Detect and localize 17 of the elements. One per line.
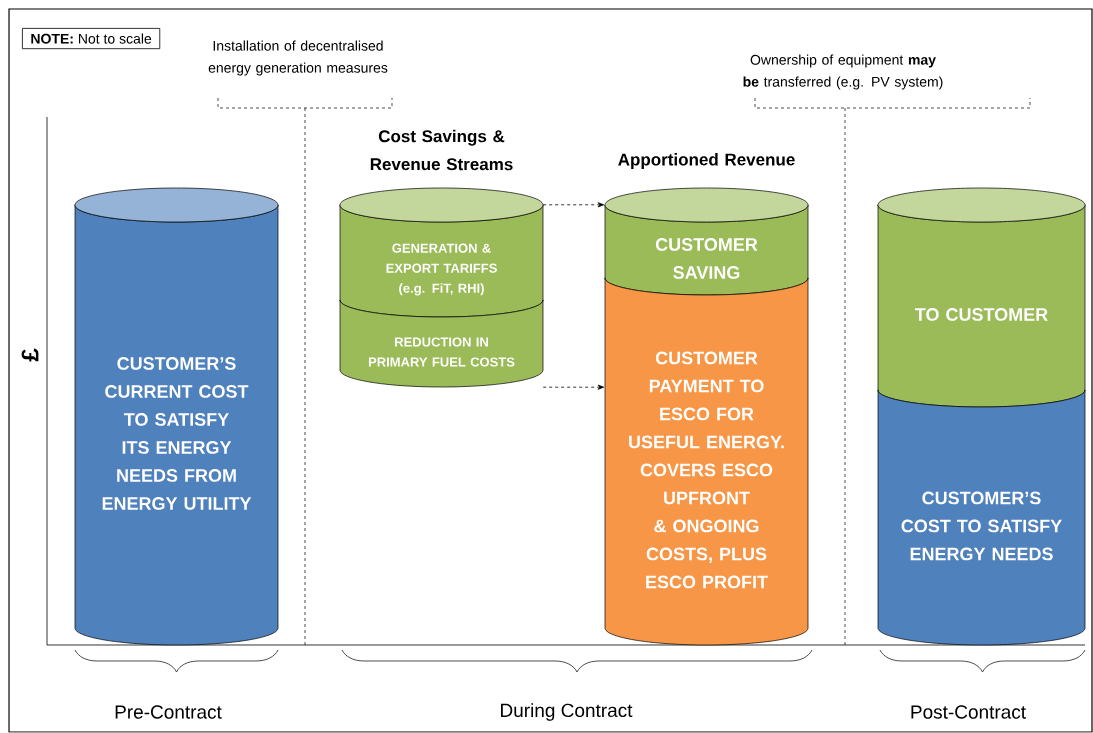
cylinder-segment: GENERATION & EXPORT TARIFFS (e.g. FiT, RHI) [339,187,544,318]
phase-label: Post-Contract [911,705,1026,719]
callout-text: Ownership of equipment may be transferred (e.g. PV system) [743,54,943,90]
cylinder-segment: REDUCTION IN PRIMARY FUEL COSTS [339,299,544,388]
cylinder-segment: CUSTOMER SAVING [604,187,809,296]
phase-label: During Contract [501,703,633,721]
callout-text: Installation of decentralised energy generation measures [208,40,388,76]
cylinder-segment: TO CUSTOMER [877,187,1086,408]
cylinder-segment: CUSTOMER’S COST TO SATISFY ENERGY NEEDS [877,389,1086,646]
cylinder-segment: CUSTOMER’S CURRENT COST TO SATISFY ITS ENERGY NEEDS FROM ENERGY UTILITY [74,187,279,646]
arrow [542,202,605,208]
phase-label: Pre-Contract [115,705,222,719]
heading: Cost Savings & Revenue Streams [370,129,513,171]
axis-label: £ [21,348,39,362]
arrow [542,384,605,390]
note-box: NOTE: Not to scale [22,28,161,50]
heading: Apportioned Revenue [618,153,795,169]
